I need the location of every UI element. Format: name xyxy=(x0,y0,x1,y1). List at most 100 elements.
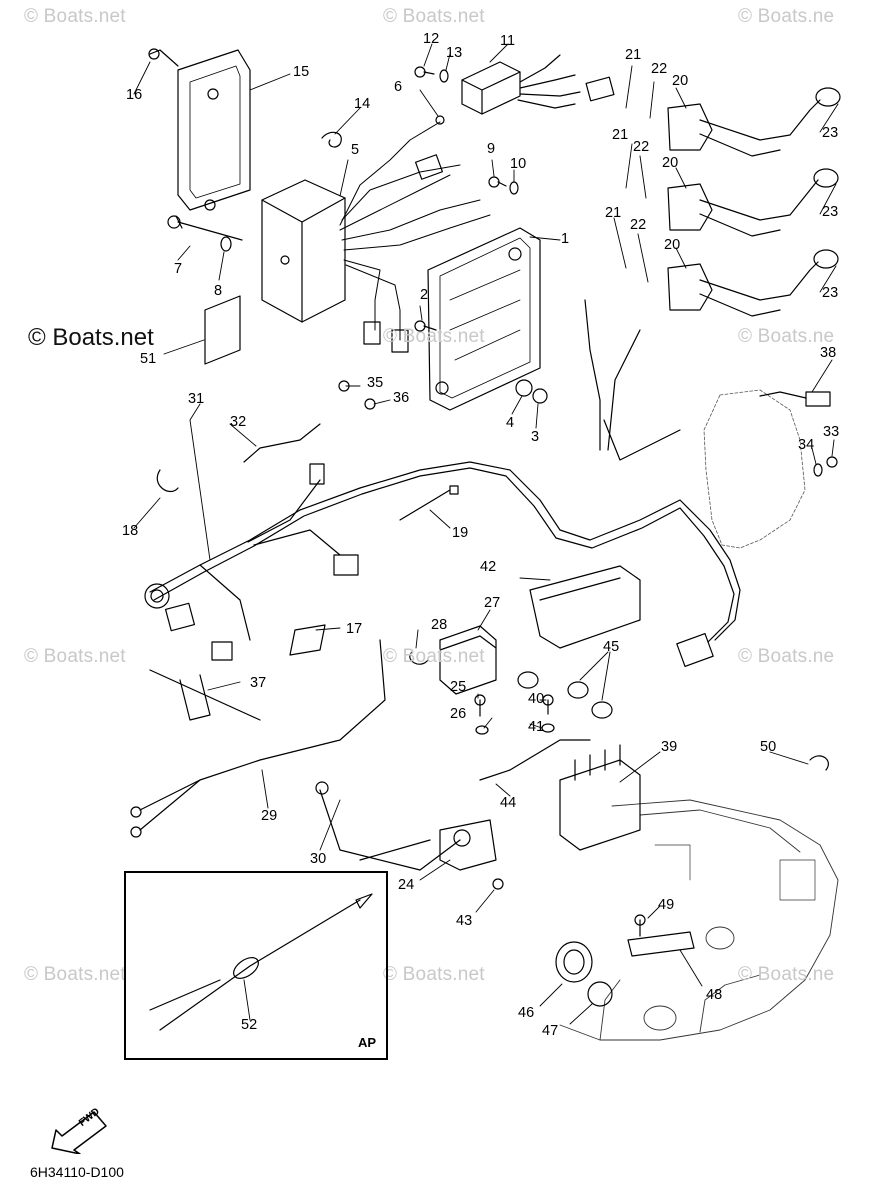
callout-11: 11 xyxy=(500,33,516,49)
screw-part-49 xyxy=(634,914,646,937)
washer-part-26 xyxy=(475,725,489,735)
callout-22b: 22 xyxy=(633,139,650,155)
watermark-top-right: © Boats.ne xyxy=(738,6,835,27)
ap-inset-box: AP xyxy=(124,871,388,1060)
callout-27: 27 xyxy=(484,595,501,611)
cap-part-45 xyxy=(517,671,613,719)
bolt-part-33 xyxy=(826,456,838,468)
holder-part-17 xyxy=(289,624,326,656)
bolt-part-16 xyxy=(148,48,179,67)
callout-37: 37 xyxy=(250,675,267,691)
callout-10: 10 xyxy=(510,156,527,172)
watermark-top-left: © Boats.net xyxy=(24,6,126,27)
screw-part-25 xyxy=(474,694,486,717)
watermark-bottom-center: © Boats.net xyxy=(383,964,485,985)
lead-part-29 xyxy=(130,639,386,838)
callout-23c: 23 xyxy=(822,285,839,301)
cdi-unit-part-5 xyxy=(261,121,491,353)
leader-lines xyxy=(133,43,839,1025)
connector-part-46 xyxy=(555,941,593,983)
starter-relay-part-24 xyxy=(439,819,497,871)
callout-34: 34 xyxy=(798,437,815,453)
washer-part-10 xyxy=(509,181,519,195)
callout-44: 44 xyxy=(500,795,517,811)
holder-part-37 xyxy=(149,669,261,721)
cover-part-42 xyxy=(529,565,641,649)
rectifier-part-11 xyxy=(461,54,615,115)
washer-part-36 xyxy=(364,398,376,410)
callout-42: 42 xyxy=(480,559,497,575)
callout-8: 8 xyxy=(214,283,223,299)
callout-6: 6 xyxy=(394,79,403,95)
bottom-cowling xyxy=(559,799,839,1041)
label-part-51 xyxy=(204,295,241,365)
clamp-part-28 xyxy=(409,651,429,665)
ap-inset-label: AP xyxy=(357,1035,376,1050)
watermark-top-center: © Boats.net xyxy=(383,6,485,27)
callout-21a: 21 xyxy=(625,47,642,63)
callout-22c: 22 xyxy=(630,217,647,233)
callout-41: 41 xyxy=(528,719,545,735)
callout-9: 9 xyxy=(487,141,496,157)
callout-20b: 20 xyxy=(662,155,679,171)
sensor-part-38 xyxy=(759,391,831,407)
callout-7: 7 xyxy=(174,261,183,277)
callout-26: 26 xyxy=(450,706,467,722)
lead-part-44 xyxy=(479,739,591,781)
relay-part-39 xyxy=(559,744,641,851)
callout-24: 24 xyxy=(398,877,415,893)
callout-16: 16 xyxy=(126,87,143,103)
watermark-lower-center: © Boats.net xyxy=(383,646,485,667)
wire-harness-part-31 xyxy=(144,299,741,668)
callout-17: 17 xyxy=(346,621,363,637)
callout-20c: 20 xyxy=(664,237,681,253)
callout-5: 5 xyxy=(351,142,360,158)
ignition-coil-part-20b xyxy=(667,168,839,237)
bracket-part-1 xyxy=(427,227,541,411)
callout-36: 36 xyxy=(393,390,410,406)
callout-29: 29 xyxy=(261,808,278,824)
ignition-coil-part-20a xyxy=(667,87,841,157)
callout-51: 51 xyxy=(140,351,157,367)
callout-12: 12 xyxy=(423,31,440,47)
callout-4: 4 xyxy=(506,415,515,431)
callout-13: 13 xyxy=(446,45,463,61)
clamp-part-14 xyxy=(321,131,342,148)
screw-part-40 xyxy=(542,694,554,715)
callout-18: 18 xyxy=(122,523,139,539)
callout-33: 33 xyxy=(823,424,840,440)
washer-part-13 xyxy=(439,69,449,83)
callout-25: 25 xyxy=(450,679,467,695)
watermark-bottom-left: © Boats.net xyxy=(24,964,126,985)
callout-47: 47 xyxy=(542,1023,559,1039)
watermark-bottom-right: © Boats.ne xyxy=(738,964,835,985)
callout-2: 2 xyxy=(420,287,429,303)
callout-15: 15 xyxy=(293,64,310,80)
callout-3: 3 xyxy=(531,429,540,445)
callout-14: 14 xyxy=(354,96,371,112)
lead-part-52 xyxy=(149,893,373,1031)
callout-45: 45 xyxy=(603,639,620,655)
callout-49: 49 xyxy=(658,897,675,913)
clip-part-50 xyxy=(809,755,829,771)
watermark-mid-right: © Boats.ne xyxy=(738,326,835,347)
callout-23b: 23 xyxy=(822,204,839,220)
diagram-code: 6H34110-D100 xyxy=(30,1164,124,1180)
callout-31: 31 xyxy=(188,391,205,407)
forward-arrow-icon xyxy=(51,1111,107,1154)
callout-39: 39 xyxy=(661,739,678,755)
clamp-part-18 xyxy=(156,469,179,493)
watermark-lower-right: © Boats.ne xyxy=(738,646,835,667)
seal-part-47 xyxy=(587,981,613,1007)
cover-part-15 xyxy=(177,49,251,211)
callout-20a: 20 xyxy=(672,73,689,89)
bolt-part-6 xyxy=(435,115,445,125)
bolt-part-7 xyxy=(167,215,243,241)
callout-32: 32 xyxy=(230,414,247,430)
callout-21c: 21 xyxy=(605,205,622,221)
callout-28: 28 xyxy=(431,617,448,633)
callout-30: 30 xyxy=(310,851,327,867)
washer-part-8 xyxy=(220,236,232,252)
callout-1: 1 xyxy=(561,231,570,247)
brand-text: © Boats.net xyxy=(28,324,154,351)
